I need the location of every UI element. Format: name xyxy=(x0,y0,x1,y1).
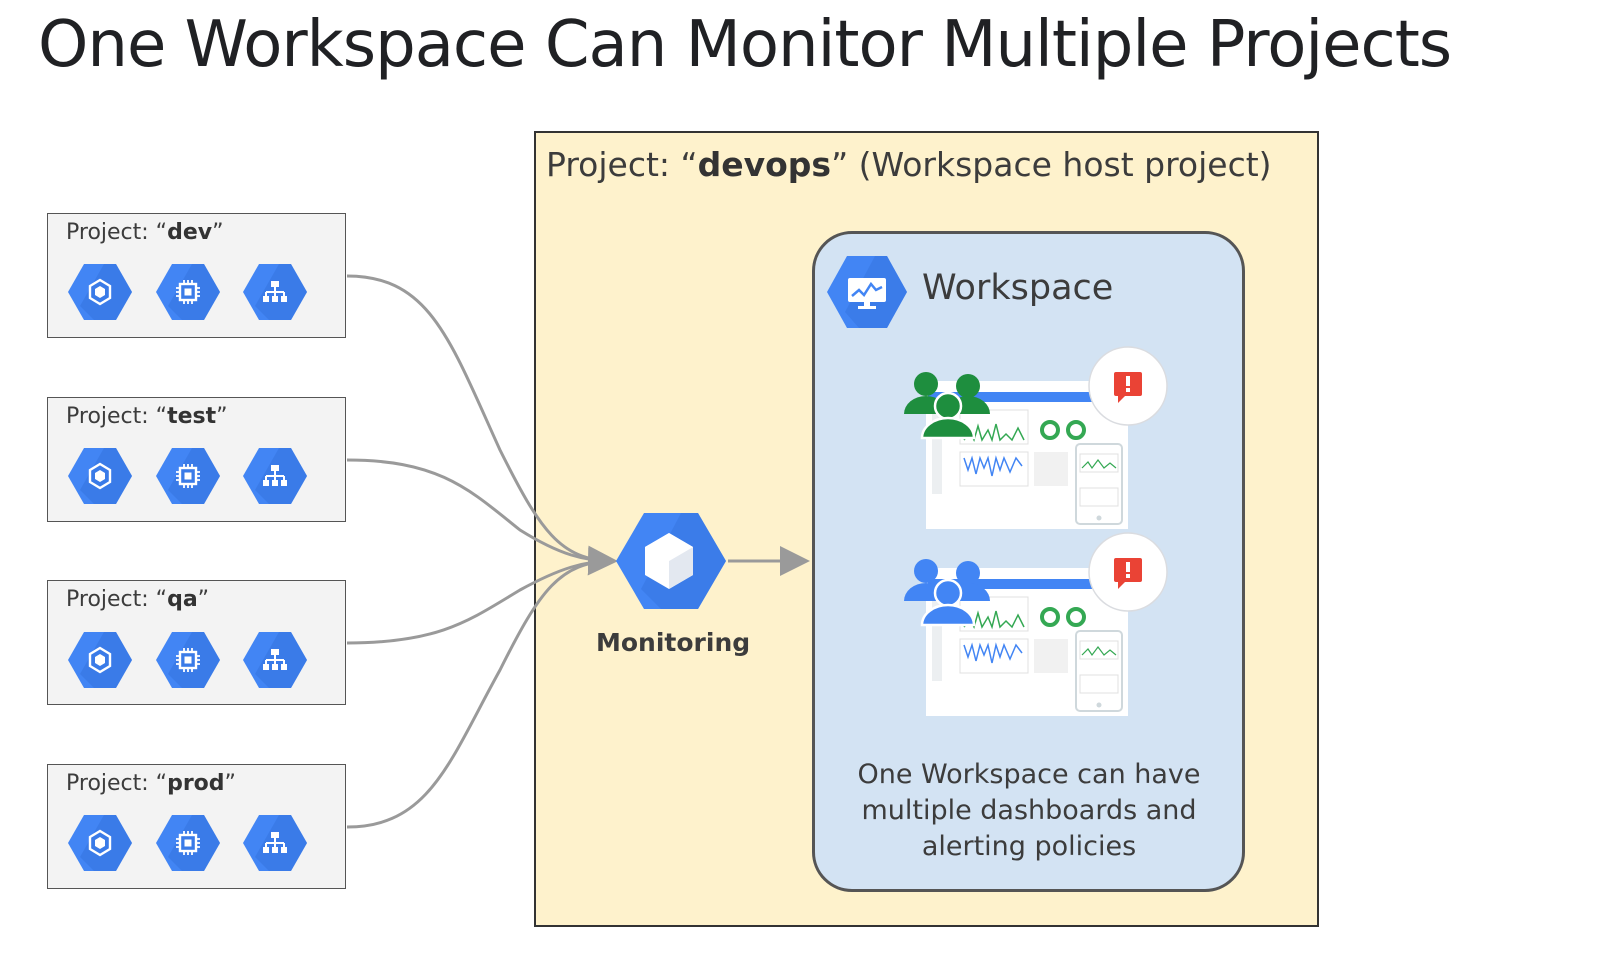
workspace-caption: One Workspace can have multiple dashboar… xyxy=(857,759,1201,862)
kubernetes-engine-icon xyxy=(68,448,132,504)
kubernetes-engine-icon xyxy=(68,632,132,688)
project-icons-test xyxy=(68,448,307,504)
project-icons-dev xyxy=(68,264,307,320)
page-title: One Workspace Can Monitor Multiple Proje… xyxy=(38,8,1452,82)
project-label: Project: “dev” xyxy=(66,220,224,245)
connector-prod xyxy=(346,559,613,829)
connector-test xyxy=(346,458,613,563)
monitoring-icon xyxy=(616,513,726,609)
project-label: Project: “test” xyxy=(66,404,228,429)
load-balancing-icon xyxy=(243,448,307,504)
workspace-label: Workspace xyxy=(922,268,1114,308)
load-balancing-icon xyxy=(243,632,307,688)
workspace-box xyxy=(812,231,1245,892)
alert-icon xyxy=(1088,346,1168,426)
monitoring-label: Monitoring xyxy=(596,628,751,657)
team-icon xyxy=(904,559,990,627)
compute-engine-icon xyxy=(156,632,220,688)
load-balancing-icon xyxy=(243,815,307,871)
kubernetes-engine-icon xyxy=(68,815,132,871)
project-icons-prod xyxy=(68,815,307,871)
connector-qa xyxy=(346,559,613,645)
workspace-monitor-icon xyxy=(827,256,907,328)
project-icons-qa xyxy=(68,632,307,688)
team-icon xyxy=(904,372,990,440)
host-project-label: Project: “devops” (Workspace host projec… xyxy=(546,145,1272,184)
project-label: Project: “prod” xyxy=(66,771,236,796)
alert-icon xyxy=(1088,532,1168,612)
kubernetes-engine-icon xyxy=(68,264,132,320)
compute-engine-icon xyxy=(156,815,220,871)
compute-engine-icon xyxy=(156,448,220,504)
connectors xyxy=(346,274,810,829)
compute-engine-icon xyxy=(156,264,220,320)
connector-dev xyxy=(346,274,618,576)
load-balancing-icon xyxy=(243,264,307,320)
project-label: Project: “qa” xyxy=(66,587,210,612)
